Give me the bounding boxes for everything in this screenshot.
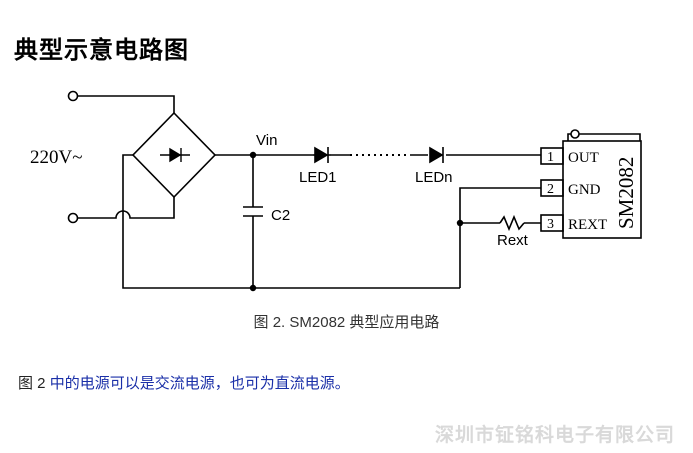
pin-name-out: OUT bbox=[568, 150, 599, 166]
junction-rext bbox=[456, 219, 464, 227]
ledn-label: LEDn bbox=[415, 169, 453, 186]
resistor-rext bbox=[499, 214, 525, 232]
led1-triangle bbox=[314, 146, 329, 164]
input-voltage-label: 220V~ bbox=[30, 147, 83, 168]
resistor-label: Rext bbox=[497, 232, 529, 249]
wire-ac-top bbox=[78, 95, 175, 113]
ac-terminal-top bbox=[67, 90, 79, 102]
note-text: 中的电源可以是交流电源，也可为直流电源。 bbox=[49, 375, 350, 392]
led1-label: LED1 bbox=[299, 169, 337, 186]
pin-number-2: 2 bbox=[547, 182, 554, 197]
ic-top-outline bbox=[567, 133, 641, 141]
junction-vin bbox=[249, 151, 257, 159]
pin-box-1 bbox=[540, 147, 564, 165]
note-figure-ref: 图 2 bbox=[18, 375, 50, 392]
company-watermark: 深圳市钲铭科电子有限公司 bbox=[434, 424, 675, 446]
pin-box-3 bbox=[540, 214, 564, 232]
pin-number-3: 3 bbox=[547, 217, 554, 232]
pin-name-gnd: GND bbox=[568, 182, 601, 198]
wire-gnd-pin bbox=[459, 187, 541, 288]
pin-name-rext: REXT bbox=[568, 217, 607, 233]
figure-caption: 图 2. SM2082 典型应用电路 bbox=[253, 314, 440, 331]
circuit-diagram: 220V~ Vin LED1 LEDn C2 Rext 1 2 3 OUT GN… bbox=[30, 90, 642, 292]
pin-box-2 bbox=[540, 179, 564, 197]
capacitor-label: C2 bbox=[271, 207, 290, 224]
ic-notch bbox=[570, 129, 580, 139]
ledn-triangle bbox=[429, 146, 444, 164]
pin-number-1: 1 bbox=[547, 150, 554, 165]
ac-terminal-bottom bbox=[67, 212, 79, 224]
wire-ground-rail bbox=[122, 154, 460, 289]
wire-ac-bottom bbox=[78, 197, 175, 219]
page-heading: 典型示意电路图 bbox=[14, 35, 189, 64]
junction-cap-gnd bbox=[249, 284, 257, 292]
vin-label: Vin bbox=[256, 132, 277, 149]
ic-name-label: SM2082 bbox=[614, 157, 638, 229]
bridge-diode-triangle bbox=[169, 147, 182, 163]
figure-note: 图 2 中的电源可以是交流电源，也可为直流电源。 bbox=[18, 372, 350, 393]
